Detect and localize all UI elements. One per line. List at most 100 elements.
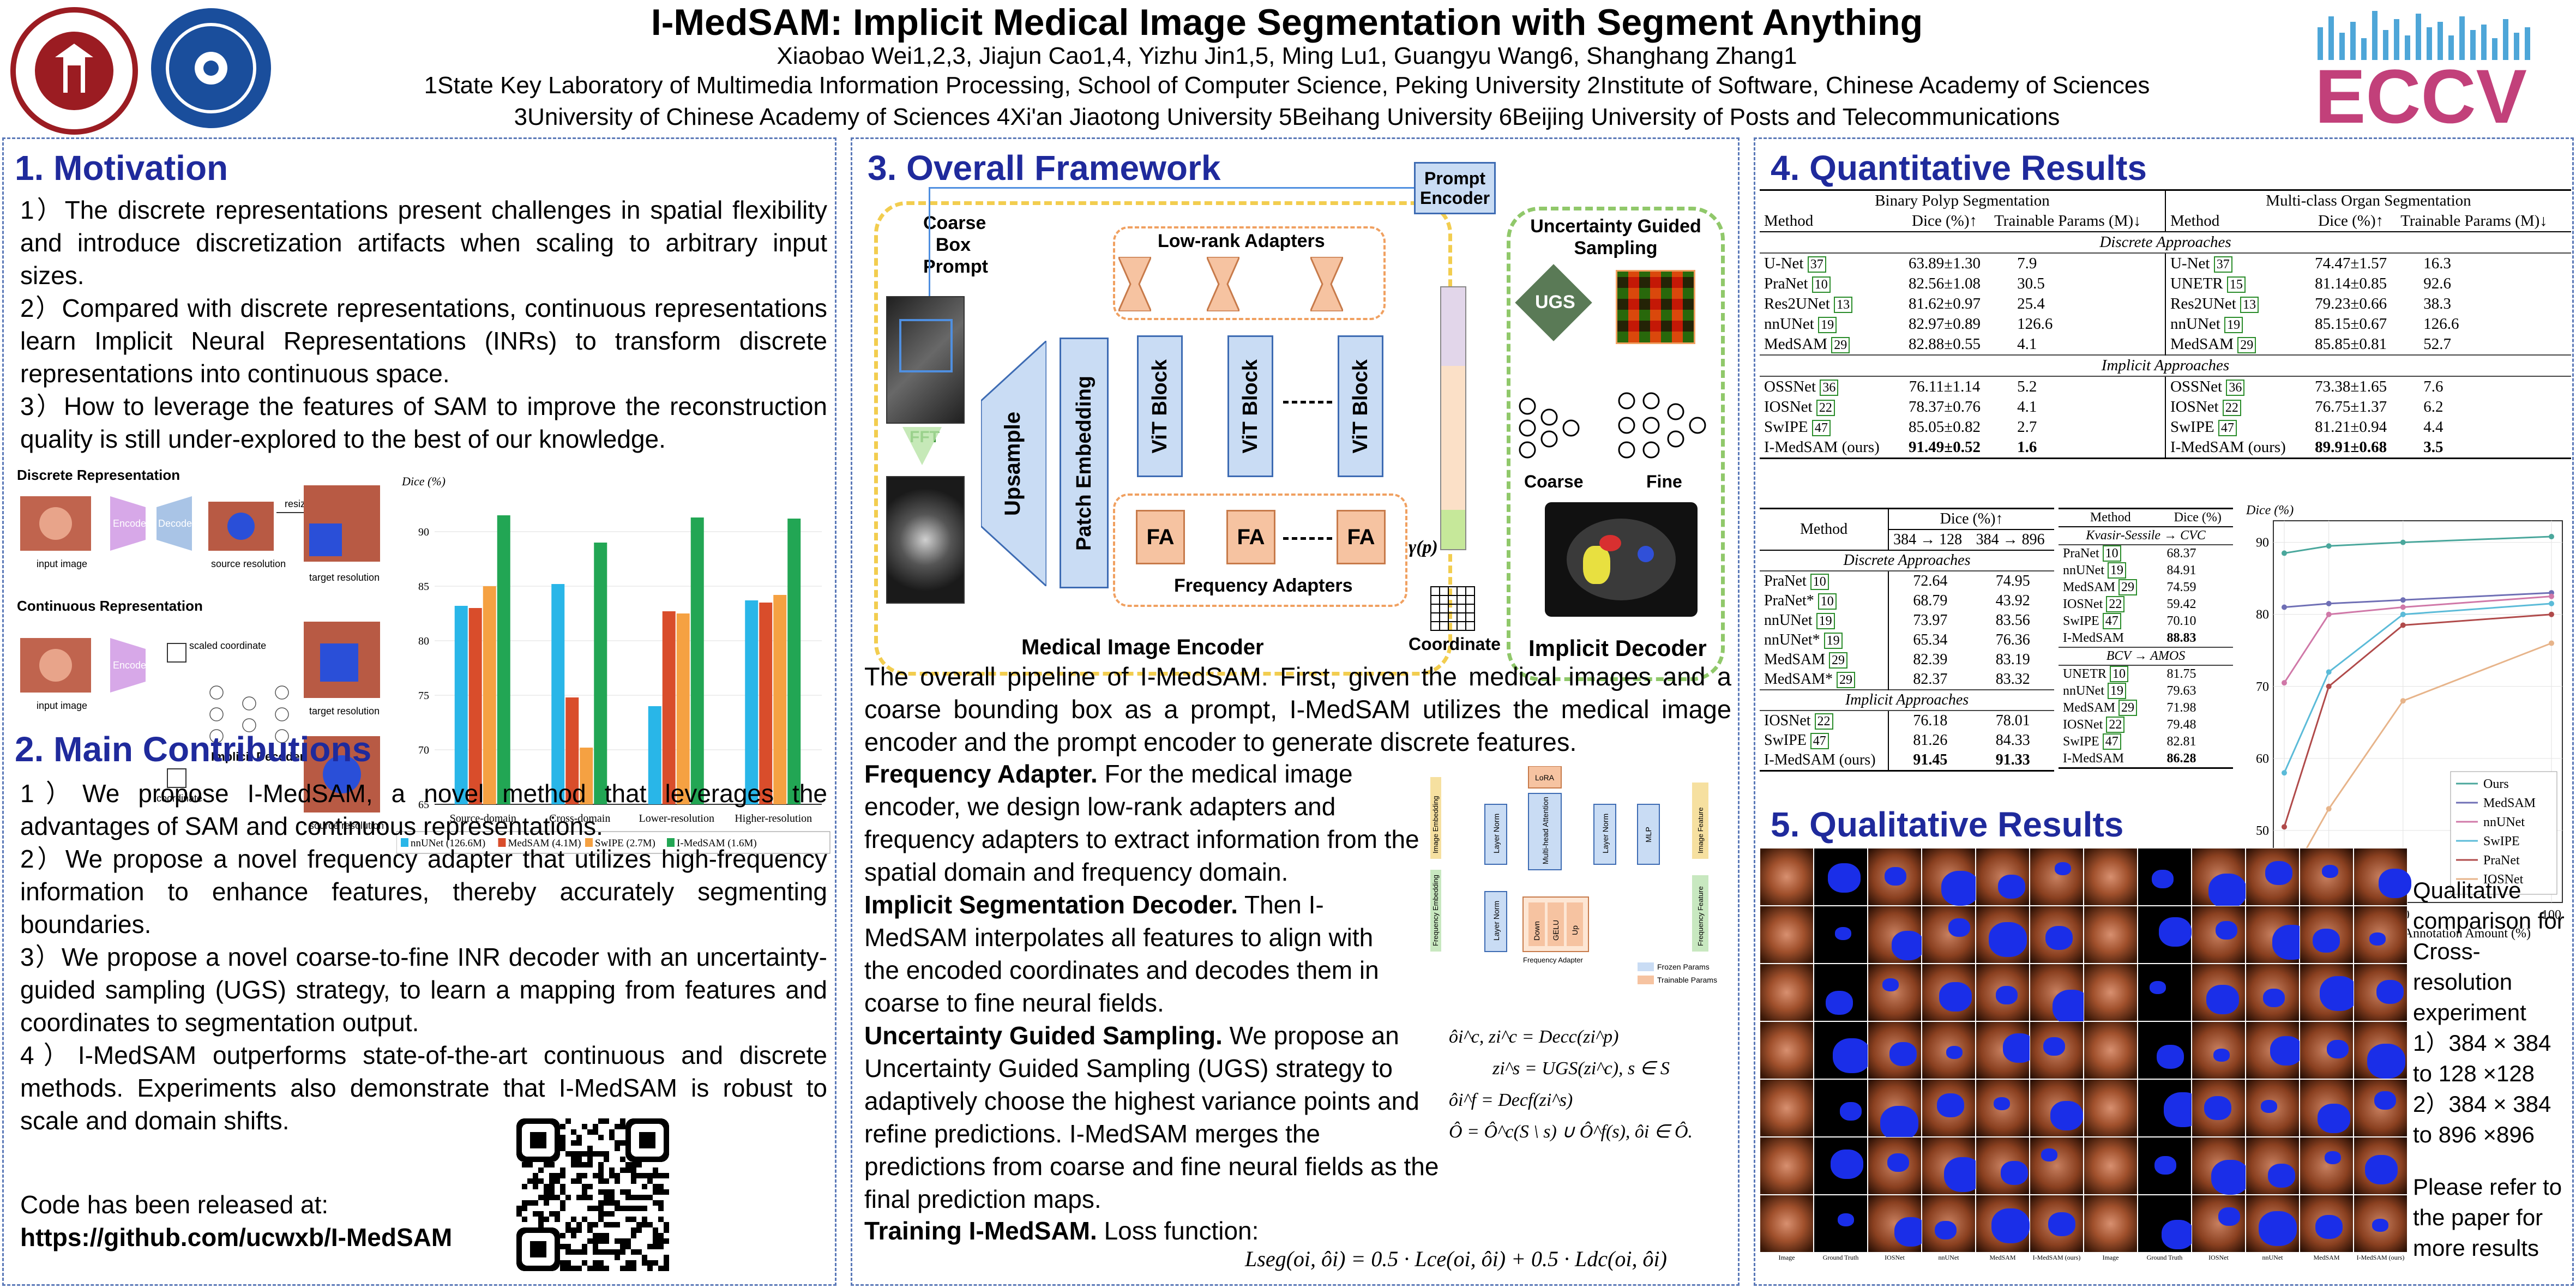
citation-link[interactable]: 22 [2222, 400, 2241, 416]
mask-blob [2318, 1104, 2350, 1133]
qr-module [549, 1184, 555, 1189]
citation-link[interactable]: 10 [1817, 593, 1837, 610]
citation-link[interactable]: 10 [2110, 666, 2128, 682]
qr-module [631, 1162, 636, 1167]
code-url-link[interactable]: https://github.com/ucwxb/I-MedSAM [20, 1223, 453, 1251]
dice-cell: 81.26 [1913, 732, 1948, 749]
dice-cell: 81.62±0.97 [1909, 295, 1981, 312]
qr-module [549, 1178, 555, 1184]
citation-link[interactable]: 47 [1810, 733, 1829, 749]
isd-heading: Implicit Segmentation Decoder. [864, 890, 1238, 919]
citation-link[interactable]: 19 [1816, 613, 1835, 629]
params-cell: 126.6 [1990, 314, 2166, 334]
qualitative-thumbnail [1922, 964, 1976, 1021]
citation-link[interactable]: 29 [2118, 700, 2138, 716]
qr-module [625, 1195, 631, 1200]
citation-link[interactable]: 37 [1807, 256, 1826, 273]
qr-module [587, 1195, 593, 1200]
qr-module [560, 1184, 565, 1189]
citation-link[interactable]: 13 [2240, 297, 2259, 313]
group-multi-organ: Multi-class Organ Segmentation [2165, 189, 2571, 211]
qr-module [538, 1211, 544, 1217]
dice-cell: 79.23±0.66 [2315, 295, 2387, 312]
up-label: Up [1570, 925, 1579, 935]
citation-link[interactable]: 47 [1811, 420, 1831, 436]
citation-link[interactable]: 29 [2237, 337, 2256, 353]
qr-module [593, 1260, 598, 1266]
citation-link[interactable]: 29 [1829, 652, 1848, 669]
res-row-ours: I-MedSAM (ours) 91.45 91.33 [1760, 750, 2054, 772]
res-col-dice: Dice (%)↑ [1888, 508, 2054, 530]
citation-link[interactable]: 10 [1811, 276, 1831, 293]
citation-link[interactable]: 29 [1831, 337, 1850, 353]
citation-link[interactable]: 19 [2224, 317, 2243, 333]
qr-module [587, 1227, 593, 1233]
method-cell: nnUNet 19 [1760, 314, 1899, 334]
res-implicit-header: Implicit Approaches [1760, 689, 2054, 711]
method-cell: PraNet 10 [2059, 545, 2163, 562]
qualitative-thumbnail [1922, 1137, 1982, 1195]
citation-link[interactable]: 19 [1818, 317, 1837, 333]
qualitative-thumbnail [2192, 1137, 2249, 1195]
method-cell: PraNet* 10 [1760, 591, 1889, 611]
bar [662, 611, 676, 804]
qr-module [538, 1178, 544, 1184]
citation-link[interactable]: 36 [2226, 380, 2245, 396]
citation-link[interactable]: 47 [2218, 420, 2237, 436]
qr-module [604, 1200, 609, 1206]
qr-module [544, 1200, 549, 1206]
qualitative-thumbnail [2084, 848, 2138, 906]
header: I-MedSAM: Implicit Medical Image Segment… [0, 0, 2576, 139]
prompt-arrow-down [929, 187, 930, 296]
citation-link[interactable]: 36 [1820, 380, 1839, 396]
citation-link[interactable]: 47 [2102, 733, 2121, 750]
citation-link[interactable]: 13 [1834, 297, 1853, 313]
affiliation-line-1: 1State Key Laboratory of Multimedia Info… [424, 72, 2150, 99]
citation-link[interactable]: 19 [1823, 633, 1843, 649]
motivation-item-3: 3）How to leverage the features of SAM to… [20, 392, 827, 453]
citation-link[interactable]: 19 [2107, 562, 2126, 579]
col-params-2: Trainable Params (M)↓ [2396, 211, 2571, 232]
citation-link[interactable]: 29 [2118, 579, 2138, 595]
y-tick-label: 80 [2256, 608, 2269, 622]
citation-link[interactable]: 47 [2102, 613, 2121, 629]
qr-module [636, 1227, 642, 1233]
x-tick-label: 100 [2542, 908, 2561, 922]
mask-blob [2270, 1036, 2303, 1066]
citation-link[interactable]: 29 [1837, 672, 1856, 688]
qr-module [571, 1151, 576, 1157]
qual-column-label: Ground Truth [1822, 1254, 1859, 1261]
qr-module [598, 1200, 604, 1206]
qr-module [598, 1178, 604, 1184]
frequency-image [886, 476, 965, 604]
qr-code[interactable] [511, 1113, 675, 1277]
qualitative-thumbnail [1922, 848, 1979, 906]
citation-link[interactable]: 22 [1814, 713, 1833, 730]
citation-link[interactable]: 10 [1810, 574, 1829, 590]
citation-link[interactable]: 15 [2226, 276, 2246, 293]
ugs-heading: Uncertainty Guided Sampling. [864, 1021, 1223, 1050]
qualitative-thumbnail [1922, 1079, 1976, 1137]
data-point [2549, 600, 2554, 606]
citation-link[interactable]: 22 [2106, 596, 2125, 612]
qr-module [560, 1260, 565, 1266]
sampling-grid [1616, 270, 1695, 344]
data-point [2549, 640, 2554, 646]
qualitative-thumbnail [2246, 848, 2300, 906]
qr-module [527, 1200, 533, 1206]
training-heading: Training I-MedSAM. [864, 1217, 1097, 1245]
qualitative-thumbnail [1814, 848, 1868, 906]
citation-link[interactable]: 19 [2107, 683, 2126, 699]
data-point [2282, 604, 2287, 610]
dice-cell: 79.63 [2166, 684, 2196, 698]
qr-module [647, 1244, 653, 1249]
citation-link[interactable]: 10 [2102, 545, 2121, 562]
citation-link[interactable]: 37 [2213, 256, 2232, 273]
data-point [2400, 698, 2406, 704]
res-col-b: 384 → 896 [1971, 529, 2054, 551]
vit-dots [1283, 401, 1332, 404]
feature-bar [1440, 286, 1466, 550]
citation-link[interactable]: 22 [1816, 400, 1835, 416]
citation-link[interactable]: 22 [2106, 717, 2125, 733]
